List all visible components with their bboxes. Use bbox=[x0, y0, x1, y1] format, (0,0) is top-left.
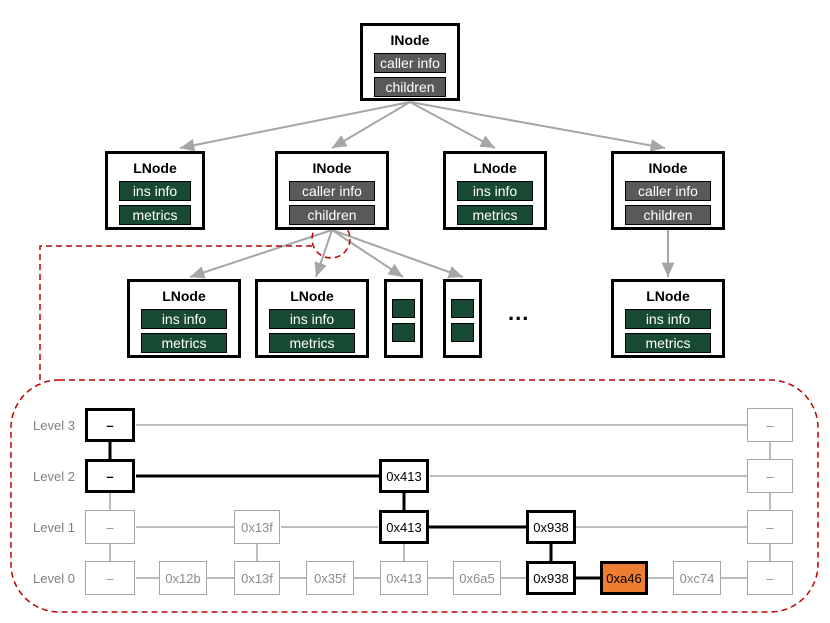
lnode-child-2: LNode ins info metrics bbox=[255, 279, 369, 358]
skip-node-level-0: 0x13f bbox=[234, 561, 280, 595]
skip-node-level-0: 0x12b bbox=[159, 561, 207, 595]
skip-node-level-0: 0x35f bbox=[306, 561, 354, 595]
skip-node-level-0: 0xc74 bbox=[673, 561, 721, 595]
node-title: LNode bbox=[646, 288, 690, 304]
inode-2: INode caller info children bbox=[275, 151, 389, 230]
edge-mid-l2a bbox=[189, 229, 333, 279]
zoom-leader bbox=[39, 245, 312, 385]
zoom-indicator bbox=[10, 219, 819, 613]
lnode-child-1: LNode ins info metrics bbox=[127, 279, 241, 358]
node-title: LNode bbox=[290, 288, 334, 304]
node-title: LNode bbox=[473, 160, 517, 176]
children-field: children bbox=[625, 205, 711, 225]
node-title: INode bbox=[312, 160, 352, 176]
skip-node-level-1: 0x938 bbox=[526, 510, 576, 544]
collapsed-field-block bbox=[392, 323, 415, 342]
skip-node-level-0: 0x413 bbox=[380, 561, 428, 595]
caller-info-field: caller info bbox=[374, 53, 446, 73]
metrics-field: metrics bbox=[269, 333, 355, 353]
metrics-field: metrics bbox=[457, 205, 533, 225]
level-1-label: Level 1 bbox=[33, 520, 75, 535]
ins-info-field: ins info bbox=[269, 309, 355, 329]
edge-root-l1d bbox=[409, 101, 666, 152]
skip-node-level-0: 0x938 bbox=[526, 561, 576, 595]
node-title: LNode bbox=[162, 288, 206, 304]
tail-sentinel-level-2: – bbox=[747, 459, 793, 493]
caller-info-field: caller info bbox=[625, 181, 711, 201]
collapsed-lnode-1 bbox=[384, 279, 423, 358]
more-children-ellipsis: ... bbox=[508, 300, 530, 325]
edge-mid-l2d bbox=[331, 229, 464, 279]
metrics-field: metrics bbox=[119, 205, 191, 225]
head-sentinel-level-1: – bbox=[85, 510, 135, 544]
children-field: children bbox=[289, 205, 375, 225]
collapsed-field-block bbox=[451, 299, 474, 318]
node-title: INode bbox=[390, 32, 430, 48]
collapsed-field-block bbox=[451, 323, 474, 342]
tail-sentinel-level-3: – bbox=[747, 408, 793, 442]
head-sentinel-level-3: – bbox=[85, 408, 135, 442]
edge-root-l1c bbox=[409, 101, 496, 149]
root-inode: INode caller info children bbox=[360, 23, 460, 101]
zoom-region bbox=[10, 379, 819, 613]
edge-root-l1a bbox=[179, 101, 411, 152]
node-title: LNode bbox=[133, 160, 177, 176]
node-title: INode bbox=[648, 160, 688, 176]
ins-info-field: ins info bbox=[141, 309, 227, 329]
skip-node-level-0: 0x6a5 bbox=[453, 561, 501, 595]
ins-info-field: ins info bbox=[625, 309, 711, 329]
tail-sentinel-level-0: – bbox=[747, 561, 793, 595]
collapsed-field-block bbox=[392, 299, 415, 318]
head-sentinel-level-0: – bbox=[85, 561, 135, 595]
skip-node-level-2: 0x413 bbox=[379, 459, 429, 493]
skip-node-level-1: 0x413 bbox=[379, 510, 429, 544]
level-2-label: Level 2 bbox=[33, 469, 75, 484]
zoom-circle bbox=[311, 219, 351, 259]
edge-mid-l2c bbox=[331, 229, 404, 278]
ins-info-field: ins info bbox=[119, 181, 191, 201]
collapsed-lnode-2 bbox=[443, 279, 482, 358]
edge-root-l1b bbox=[331, 101, 411, 149]
edge-mid-l2b bbox=[314, 229, 333, 278]
children-field: children bbox=[374, 77, 446, 97]
inode-4: INode caller info children bbox=[611, 151, 725, 230]
target-node: 0xa46 bbox=[600, 561, 648, 595]
skip-node-level-1: 0x13f bbox=[234, 510, 280, 544]
tail-sentinel-level-1: – bbox=[747, 510, 793, 544]
level-3-label: Level 3 bbox=[33, 418, 75, 433]
lnode-child-right: LNode ins info metrics bbox=[611, 279, 725, 358]
tree-edges bbox=[179, 101, 675, 279]
metrics-field: metrics bbox=[625, 333, 711, 353]
lnode-3: LNode ins info metrics bbox=[443, 151, 547, 230]
lnode-1: LNode ins info metrics bbox=[105, 151, 205, 230]
ins-info-field: ins info bbox=[457, 181, 533, 201]
level-0-label: Level 0 bbox=[33, 571, 75, 586]
head-sentinel-level-2: – bbox=[85, 459, 135, 493]
skiplist-search-path bbox=[108, 442, 600, 580]
metrics-field: metrics bbox=[141, 333, 227, 353]
caller-info-field: caller info bbox=[289, 181, 375, 201]
